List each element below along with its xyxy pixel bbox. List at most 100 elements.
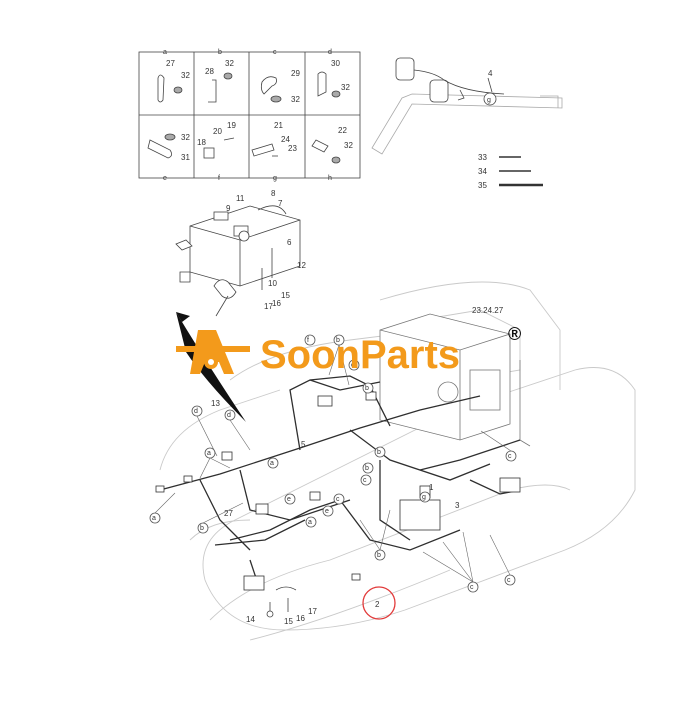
nut-a-icon <box>173 86 183 94</box>
work-lamp-assembly <box>371 57 563 155</box>
fuse-box-body <box>189 205 301 287</box>
callout-circle <box>284 493 296 505</box>
label-32b: 32 <box>225 59 234 68</box>
callout-c5: c <box>470 584 474 591</box>
fuse-box-assembly <box>175 205 301 317</box>
leader-4 <box>487 77 493 93</box>
label-16a: 16 <box>272 299 281 308</box>
callout-circle <box>419 491 431 503</box>
callout-a4: a <box>270 460 274 467</box>
callout-a: a <box>207 450 211 457</box>
engine-panel-icon <box>469 369 501 411</box>
engine-pulley-icon <box>437 381 459 403</box>
label-29: 29 <box>291 69 300 78</box>
ground-parts <box>266 586 297 618</box>
cable-ties <box>499 156 543 187</box>
col-c: c <box>273 49 277 56</box>
fuse-block-icon <box>399 499 441 531</box>
callout-g: g <box>487 97 491 104</box>
callout-c: c <box>351 362 355 369</box>
label-4: 4 <box>488 69 493 78</box>
callout-letters: f b c b d d a b c b c a b c e a e b c c … <box>152 337 512 591</box>
machine-outline <box>159 281 636 641</box>
label-8: 8 <box>271 189 276 198</box>
label-23-24-27: 23.24.27 <box>472 306 504 315</box>
callout-b6: b <box>377 552 381 559</box>
label-17b: 17 <box>308 607 317 616</box>
connector-icon <box>155 485 165 493</box>
label-9: 9 <box>226 204 231 213</box>
label-2: 2 <box>375 600 380 609</box>
callout-d: d <box>194 408 198 415</box>
lamp-right-icon <box>429 79 449 103</box>
table-labels: 27 32 28 32 29 32 30 32 32 31 20 19 18 2… <box>166 59 353 162</box>
label-27b: 27 <box>224 509 233 518</box>
connector-icon <box>221 451 233 461</box>
label-30: 30 <box>331 59 340 68</box>
col-b: b <box>218 49 222 56</box>
highlight-circle <box>362 586 396 620</box>
soonparts-logo: SoonParts ® <box>176 312 521 422</box>
label-7: 7 <box>278 199 283 208</box>
connector-icon <box>183 475 193 483</box>
callout-circle <box>360 474 372 486</box>
engine-block <box>379 313 531 447</box>
lamp-cable <box>413 69 505 95</box>
label-33: 33 <box>478 153 487 162</box>
nut-d-icon <box>331 90 341 98</box>
label-6: 6 <box>287 238 292 247</box>
callout-a3: a <box>308 519 312 526</box>
callout-circle <box>333 493 345 505</box>
connector-small-icon <box>179 271 191 283</box>
bracket-b-icon <box>208 79 217 103</box>
callout-circle <box>362 382 374 394</box>
strap-e-icon <box>147 139 172 159</box>
label-14: 14 <box>246 615 255 624</box>
label-32d: 32 <box>341 83 350 92</box>
label-18: 18 <box>197 138 206 147</box>
boom-outline <box>371 93 563 155</box>
callout-c6: c <box>507 577 511 584</box>
callout-c3: c <box>508 453 512 460</box>
label-15b: 15 <box>284 617 293 626</box>
callout-circle <box>305 516 317 528</box>
label-32e: 32 <box>181 133 190 142</box>
box-cable <box>257 205 287 215</box>
connector-icon <box>317 395 333 407</box>
label-34: 34 <box>478 167 487 176</box>
label-12: 12 <box>297 261 306 270</box>
label-22: 22 <box>338 126 347 135</box>
callout-g-circle <box>483 92 497 106</box>
label-32c: 32 <box>291 95 300 104</box>
label-27: 27 <box>166 59 175 68</box>
connector-left-icon <box>175 239 193 251</box>
connector-icon <box>309 491 321 501</box>
bolt-f-icon <box>223 137 235 141</box>
plate-g-icon <box>251 143 275 157</box>
nut-c-icon <box>270 95 282 103</box>
col-a: a <box>163 49 167 56</box>
callout-e2: e <box>287 496 291 503</box>
connector-icon <box>351 573 361 581</box>
callout-b2: b <box>365 385 369 392</box>
clip-c-icon <box>260 76 277 95</box>
label-19: 19 <box>227 121 236 130</box>
col-d: d <box>328 49 332 56</box>
label-15a: 15 <box>281 291 290 300</box>
callout-c4: c <box>336 496 340 503</box>
callout-circle <box>348 359 360 371</box>
block-f-icon <box>203 147 215 159</box>
clip-a-icon <box>157 74 165 103</box>
switch-icon <box>243 575 265 591</box>
label-17a: 17 <box>264 302 273 311</box>
nut-h-icon <box>331 156 341 164</box>
lamp-bolt <box>457 89 465 101</box>
callout-b5: b <box>200 525 204 532</box>
callout-d2: d <box>227 412 231 419</box>
callout-e: e <box>325 508 329 515</box>
label-3: 3 <box>455 501 460 510</box>
callout-b4: b <box>365 465 369 472</box>
connector-icon <box>255 503 269 515</box>
